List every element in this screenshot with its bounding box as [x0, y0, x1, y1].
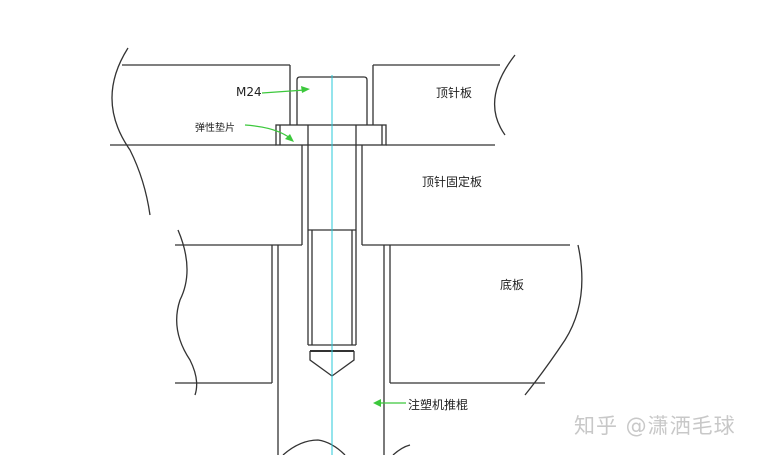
label-base-plate: 底板 — [500, 278, 525, 292]
bolt-shank — [301, 145, 363, 245]
label-ejector-plate: 顶针板 — [436, 86, 473, 100]
label-ejector-rod: 注塑机推棍 — [408, 398, 469, 412]
washer — [275, 124, 387, 146]
label-bolt: M24 — [236, 85, 262, 99]
leader-arrows — [244, 86, 406, 407]
break-lines — [111, 47, 583, 455]
ejector-rod-bore — [271, 245, 391, 455]
label-retainer-plate: 顶针固定板 — [422, 175, 483, 189]
watermark: 知乎 @潇洒毛球 — [574, 414, 736, 438]
label-washer: 弹性垫片 — [195, 123, 235, 134]
plate-edges — [110, 64, 570, 384]
